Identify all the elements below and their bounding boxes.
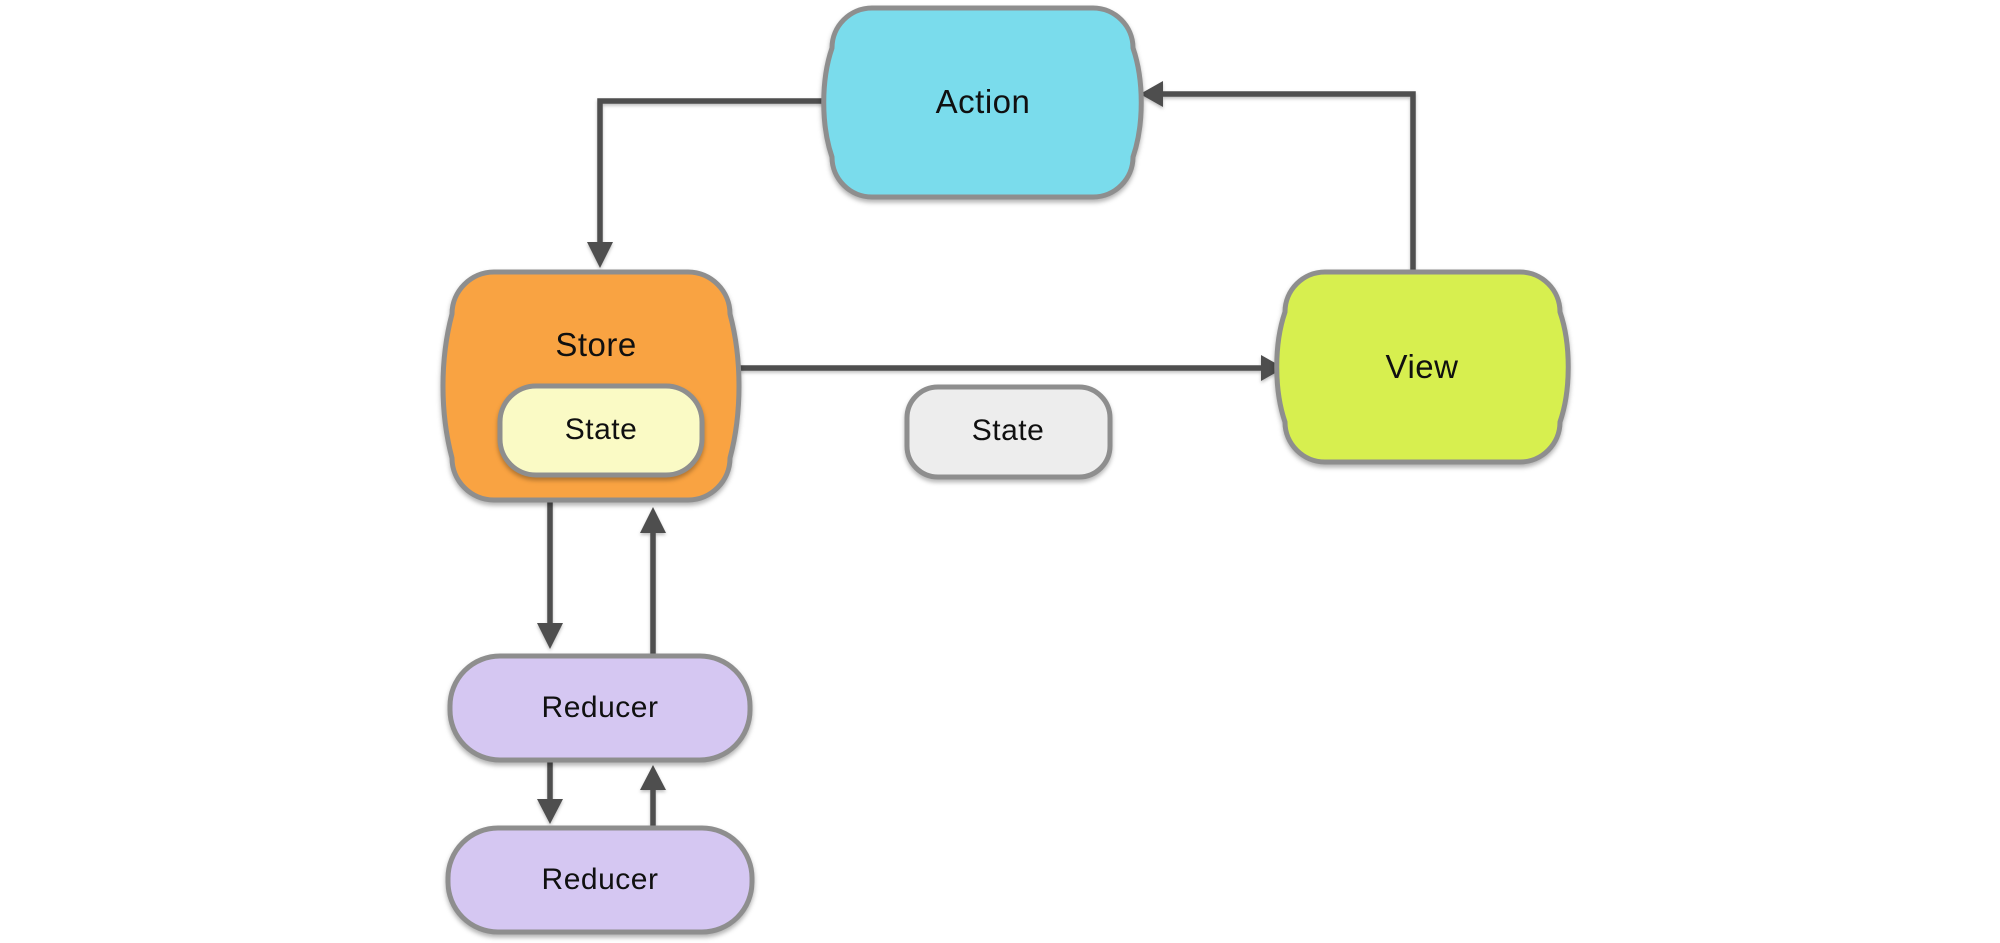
action-node: [821, 5, 1144, 200]
arrow-reducer-to-store: [640, 507, 666, 655]
store-label: Store: [555, 326, 637, 363]
arrow-reducer-to-reducer-up: [640, 765, 666, 827]
state-in-store-label: State: [564, 413, 638, 446]
arrow-action-to-store: [587, 98, 832, 268]
arrow-store-to-reducer: [537, 501, 563, 649]
arrow-reducer-to-reducer-down: [537, 761, 563, 824]
view-label: View: [1385, 348, 1459, 385]
reducer-top-label: Reducer: [541, 691, 659, 724]
reducer-bottom-node: [445, 825, 755, 935]
reducer-bottom-label: Reducer: [541, 863, 659, 896]
state-passed-node: [904, 384, 1113, 480]
action-label: Action: [935, 83, 1031, 120]
arrow-view-to-action: [1140, 81, 1416, 273]
view-node: [1274, 269, 1571, 465]
state-in-store-node: [497, 383, 705, 478]
arrow-store-to-view: [729, 355, 1284, 381]
reducer-top-node: [447, 653, 753, 763]
state-passed-label: State: [971, 414, 1045, 447]
